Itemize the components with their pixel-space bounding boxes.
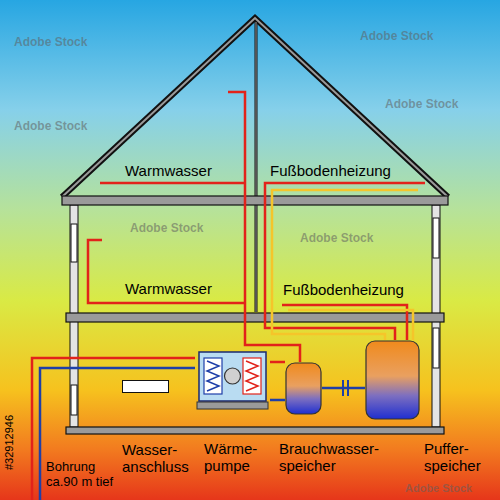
floor-slab — [66, 313, 444, 322]
watermark: Adobe Stock — [300, 232, 373, 246]
tank-drawing — [285, 362, 322, 415]
buffer-tank: Puffer- speicher — [365, 340, 420, 420]
floor-slab — [62, 196, 448, 205]
pipe-label: Warmwasser — [125, 280, 212, 297]
image-id: #32912946 — [3, 415, 16, 470]
heat-exchanger — [204, 358, 222, 394]
coil — [246, 361, 258, 391]
component-label: Puffer- speicher — [424, 440, 481, 475]
pipe-label: Fußbodenheizung — [283, 281, 404, 298]
hot-water-pipe — [100, 182, 245, 185]
window — [433, 328, 439, 368]
pipe-label: Bohrung ca.90 m tief — [46, 460, 124, 490]
watermark: Adobe Stock — [130, 222, 203, 236]
watermark: Adobe Stock — [385, 98, 458, 112]
inner-wall-core — [256, 22, 257, 312]
heat-exchanger — [243, 358, 261, 394]
watermark: Adobe Stock — [360, 30, 433, 44]
pump-base — [197, 402, 268, 409]
hot-water-pipe — [88, 240, 245, 303]
floor-heating-return — [272, 190, 418, 340]
tank-body — [286, 363, 321, 414]
window — [433, 218, 439, 258]
return-pipe — [270, 399, 285, 402]
floor-heating-flow — [265, 183, 425, 340]
pipe-connector — [270, 361, 285, 364]
component-label: Wasser- anschluss — [122, 441, 189, 476]
floor-heating-return — [288, 310, 413, 340]
pipe-label: Warmwasser — [125, 162, 212, 179]
window — [71, 224, 77, 262]
tank-drawing — [365, 340, 420, 420]
watermark: Adobe Stock — [14, 36, 87, 50]
component-label: Wärme- pumpe — [204, 440, 257, 475]
borehole-pipe — [40, 368, 195, 500]
watermark: Adobe Stock — [14, 120, 87, 134]
hot-water-tank: Brauchwasser- speicher — [285, 362, 322, 415]
water-connection: Wasser- anschluss — [122, 380, 169, 393]
compressor — [225, 368, 241, 384]
inner-wall — [255, 22, 258, 312]
watermark: Adobe Stock — [405, 482, 472, 495]
pump-drawing — [195, 350, 270, 410]
pump-housing — [199, 352, 266, 401]
tank-body — [366, 341, 419, 419]
pipe-label: Fußbodenheizung — [270, 162, 391, 179]
borehole-pipe — [32, 358, 195, 500]
floor-slab — [66, 427, 444, 434]
component-label: Brauchwasser- speicher — [279, 440, 379, 475]
pipe-connector — [322, 387, 365, 390]
coil — [207, 361, 219, 391]
heat-pump: Wärme- pumpe — [195, 350, 270, 410]
window — [71, 385, 77, 415]
